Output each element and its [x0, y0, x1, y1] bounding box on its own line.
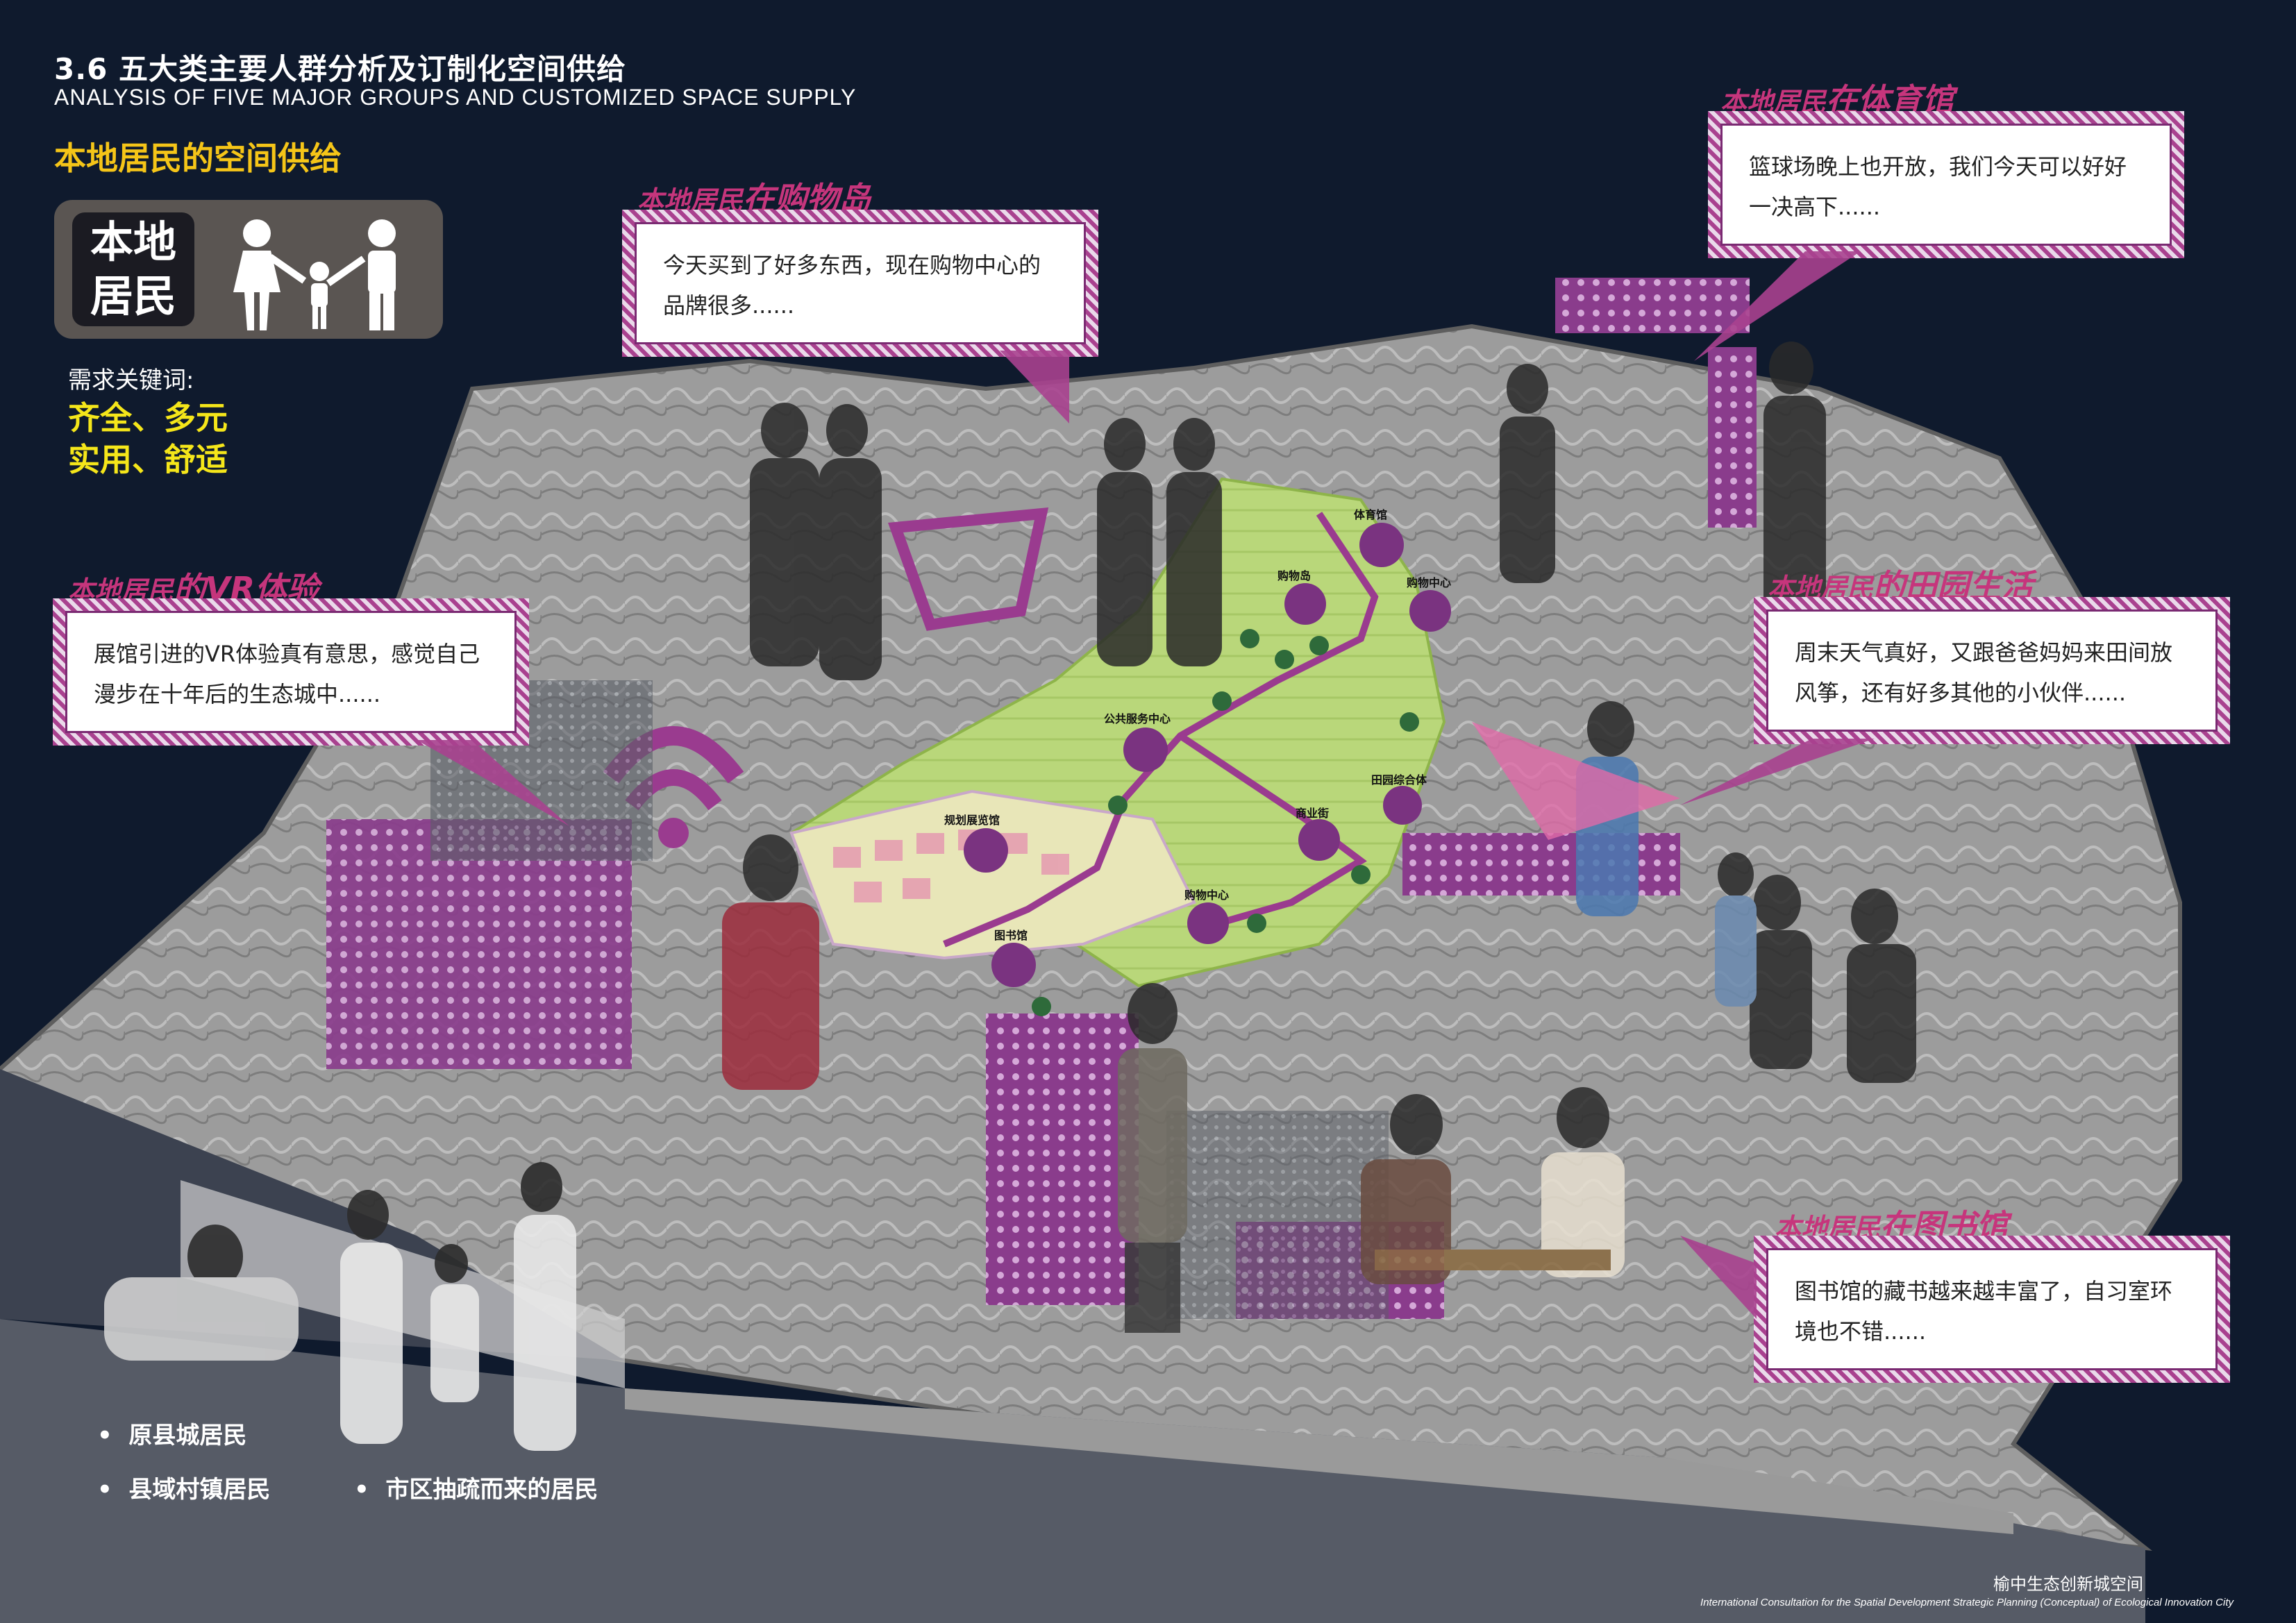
footer-project-name: 榆中生态创新城空间 [1993, 1574, 2143, 1594]
page-subtitle: ANALYSIS OF FIVE MAJOR GROUPS AND CUSTOM… [54, 85, 857, 110]
gym-tower-overlay [1555, 278, 1750, 333]
page-title: 3.6 五大类主要人群分析及订制化空间供给 [54, 52, 627, 86]
shopping-cart-overlay [888, 507, 1049, 631]
map-node-label: 商业街 [1296, 807, 1330, 820]
group-item: • 县域村镇居民 [97, 1476, 271, 1504]
keywords-line1: 齐全、多元 [68, 399, 228, 437]
speech-text-vr: 展馆引进的VR体验真有意思，感觉自己漫步在十年后的生态城中...... [65, 611, 517, 733]
badge-label: 本地 居民 [72, 212, 194, 326]
map-node-label: 图书馆 [994, 929, 1028, 942]
group-item: • 原县城居民 [97, 1422, 247, 1449]
badge-line1: 本地 [90, 217, 176, 267]
group-label-text: 原县城居民 [128, 1422, 247, 1449]
keywords-line2: 实用、舒适 [68, 441, 228, 478]
map-node-label: 公共服务中心 [1104, 712, 1171, 725]
speech-bubble-rural: 周末天气真好，又跟爸爸妈妈来田间放风筝，还有好多其他的小伙伴...... [1754, 597, 2230, 744]
badge-line2: 居民 [90, 271, 176, 321]
bottom-left-people [104, 1162, 576, 1451]
family-icon [233, 219, 396, 330]
group-label-text: 市区抽疏而来的居民 [385, 1476, 598, 1504]
kite [1472, 722, 1680, 840]
group-item: • 市区抽疏而来的居民 [354, 1476, 598, 1504]
map-node-label: 体育馆 [1354, 508, 1388, 521]
map-node-label: 购物中心 [1184, 889, 1230, 902]
map-node-label: 购物中心 [1407, 576, 1452, 589]
speech-bubble-library: 图书馆的藏书越来越丰富了，自习室环境也不错...... [1754, 1236, 2230, 1383]
section-title: 本地居民的空间供给 [54, 140, 342, 177]
gym-tower-column [1708, 347, 1757, 528]
footer-project-name-en: International Consultation for the Spati… [1700, 1597, 2234, 1608]
ground-highlight [625, 1388, 2013, 1534]
people-silhouettes [722, 342, 1916, 1333]
speech-text-gym: 篮球场晚上也开放，我们今天可以好好一决高下...... [1720, 124, 2172, 246]
map-node-label: 规划展览馆 [944, 814, 1000, 827]
grey-dots-panel-2 [1166, 1111, 1389, 1319]
speech-bubble-shopping: 今天买到了好多东西，现在购物中心的品牌很多...... [622, 210, 1098, 357]
speech-bubble-gym: 篮球场晚上也开放，我们今天可以好好一决高下...... [1708, 111, 2184, 258]
map-node-label: 购物岛 [1277, 569, 1312, 582]
speech-text-library: 图书馆的藏书越来越丰富了，自习室环境也不错...... [1766, 1248, 2218, 1370]
library-building-overlay [986, 1014, 1139, 1305]
route-line-2 [1178, 732, 1367, 934]
urban-grid-block [789, 789, 1196, 960]
speech-text-shopping: 今天买到了好多东西，现在购物中心的品牌很多...... [635, 222, 1086, 344]
group-badge: 本地 居民 [54, 200, 443, 339]
group-label-text: 县域村镇居民 [128, 1476, 271, 1504]
keywords-label: 需求关键词: [68, 367, 194, 394]
speech-bubble-vr: 展馆引进的VR体验真有意思，感觉自己漫步在十年后的生态城中...... [53, 598, 529, 746]
speech-text-rural: 周末天气真好，又跟爸爸妈妈来田间放风筝，还有好多其他的小伙伴...... [1766, 609, 2218, 732]
map-node-icons [964, 523, 1451, 1016]
map-node-label: 田园综合体 [1371, 773, 1427, 787]
